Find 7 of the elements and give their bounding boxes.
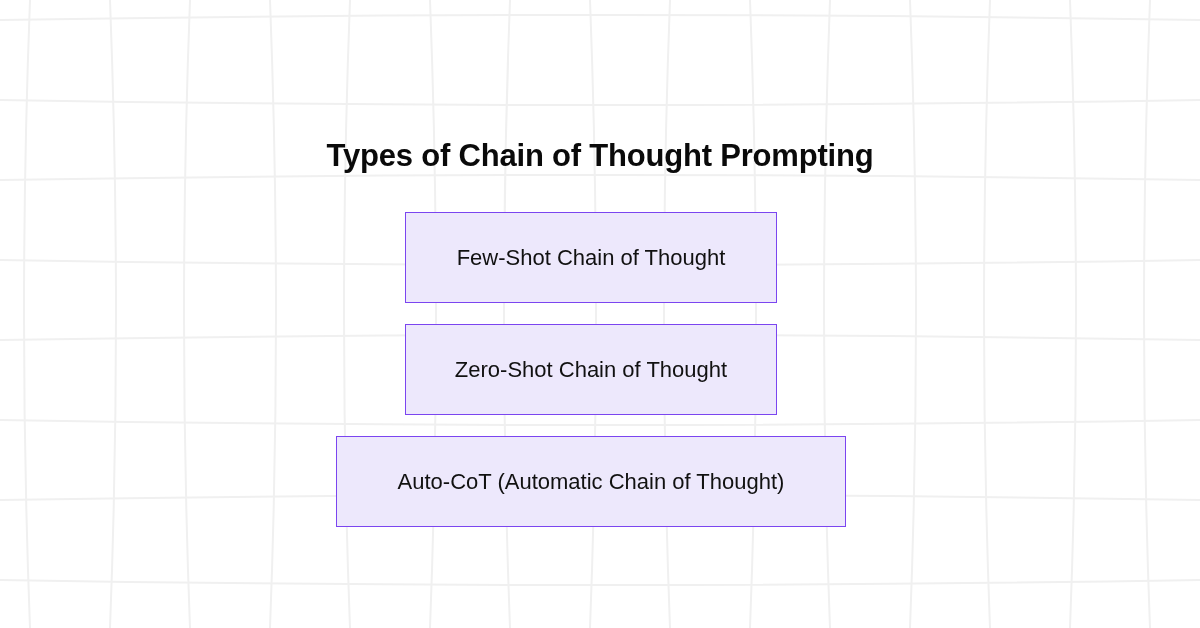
type-box	[405, 324, 777, 415]
type-box	[336, 436, 846, 527]
type-box	[405, 212, 777, 303]
diagram-title: Types of Chain of Thought Prompting	[325, 137, 875, 175]
type-label: Auto-CoT (Automatic Chain of Thought)	[397, 468, 785, 495]
type-label: Zero-Shot Chain of Thought	[454, 356, 728, 383]
type-label: Few-Shot Chain of Thought	[456, 244, 726, 271]
